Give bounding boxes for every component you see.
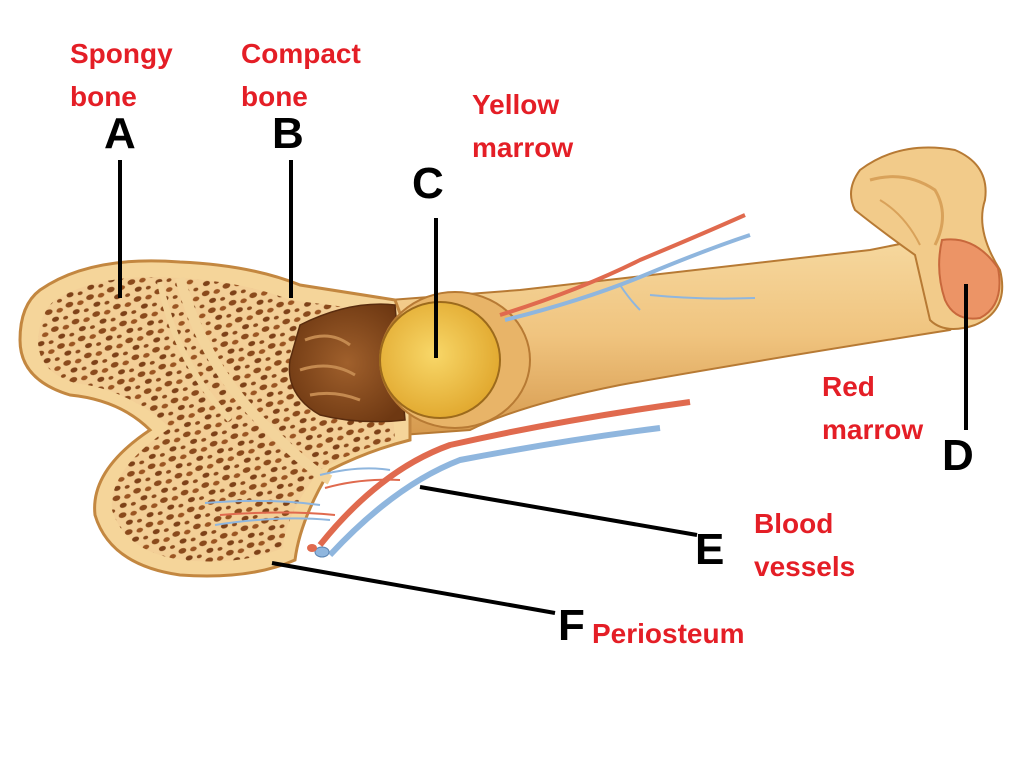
- label-yellow-marrow-line1: Yellow: [472, 89, 560, 120]
- letter-c: C: [412, 159, 444, 208]
- letter-d: D: [942, 431, 974, 480]
- letter-b: B: [272, 109, 304, 158]
- label-compact-bone-line2: bone: [241, 81, 308, 112]
- label-red-marrow-line1: Red: [822, 371, 875, 402]
- pointer-line-e: [419, 485, 698, 537]
- yellow-marrow-disc: [379, 301, 501, 419]
- label-spongy-bone-line1: Spongy: [70, 38, 173, 69]
- label-red-marrow-line2: marrow: [822, 414, 924, 445]
- label-periosteum: Periosteum: [592, 618, 745, 649]
- pointer-line-f: [271, 561, 556, 615]
- bone-shaft: [388, 233, 987, 437]
- letter-f: F: [558, 601, 585, 650]
- label-yellow-marrow-line2: marrow: [472, 132, 574, 163]
- label-blood-vessels-line2: vessels: [754, 551, 856, 582]
- red-marrow-patch: [938, 238, 1001, 320]
- label-spongy-bone-line2: bone: [70, 81, 137, 112]
- label-blood-vessels-line1: Blood: [754, 508, 834, 539]
- letter-a: A: [104, 109, 136, 158]
- label-compact-bone-line1: Compact: [241, 38, 361, 69]
- letter-e: E: [695, 525, 725, 574]
